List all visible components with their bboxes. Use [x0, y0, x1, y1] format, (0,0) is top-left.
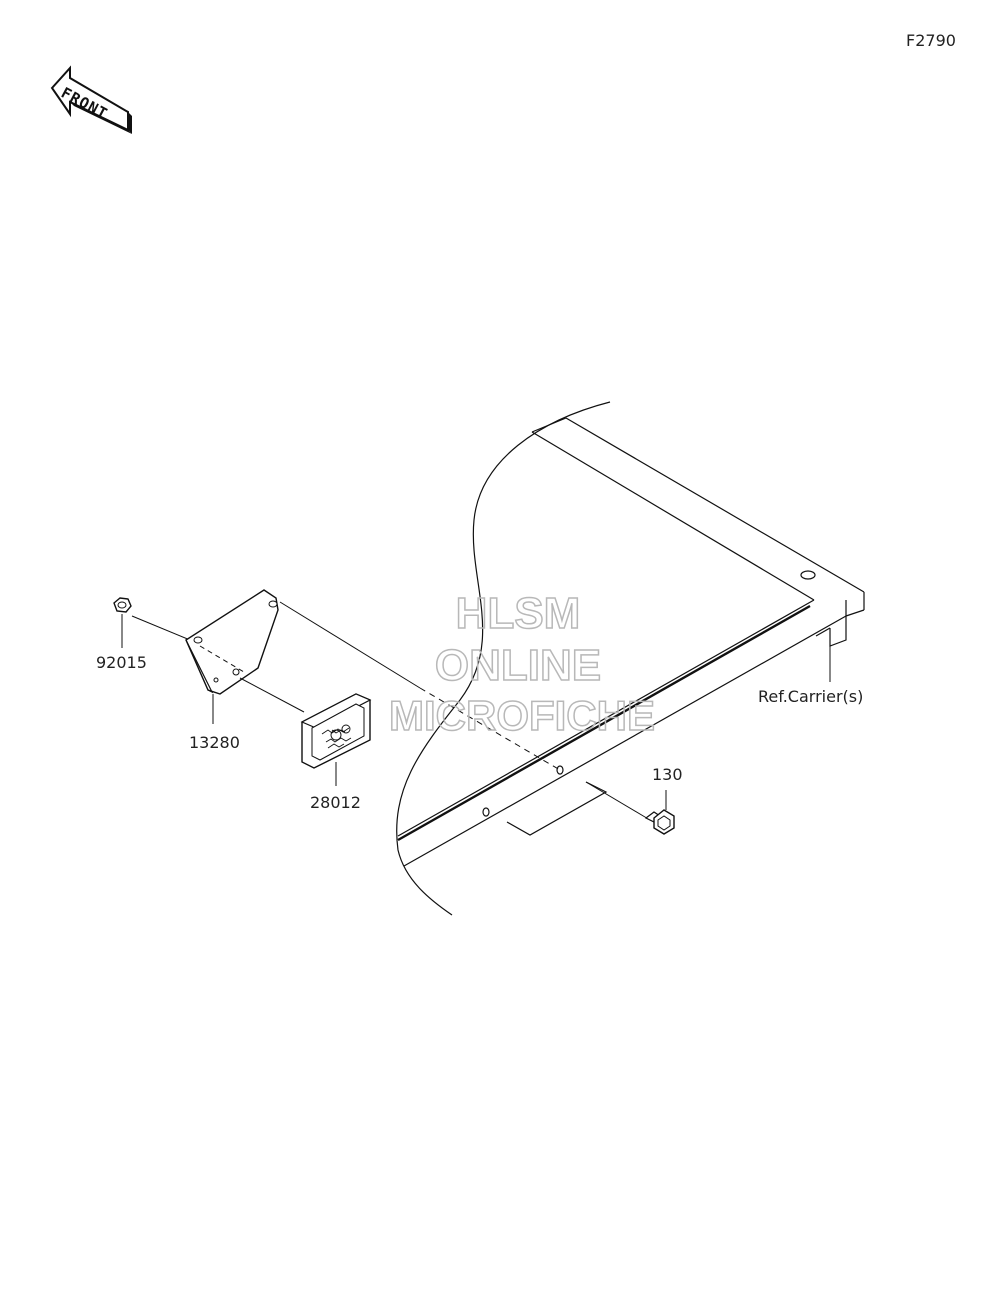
reflector-line [239, 677, 305, 713]
watermark-line-2: ONLINE [435, 641, 601, 690]
part-label-28012: 28012 [310, 793, 361, 812]
bracket-13280 [185, 589, 279, 695]
nut-assembly-line [131, 615, 191, 641]
nut-92015 [113, 597, 132, 613]
bolt-assembly-line [585, 781, 651, 821]
bolt-line-dashed [419, 687, 561, 771]
reflector-28012 [300, 693, 372, 769]
carrier-outline [396, 401, 865, 916]
watermark-line-1: HLSM [456, 589, 581, 638]
ref-carrier-label: Ref.Carrier(s) [758, 687, 863, 706]
part-label-130: 130 [652, 765, 683, 784]
part-label-92015: 92015 [96, 653, 147, 672]
bolt-130 [644, 809, 675, 835]
figure-code: F2790 [906, 31, 956, 50]
part-label-13280: 13280 [189, 733, 240, 752]
bolt-line-upper [279, 601, 421, 689]
front-arrow-icon: FRONT [50, 65, 132, 134]
watermark-line-3: MICROFICHE [389, 692, 655, 739]
